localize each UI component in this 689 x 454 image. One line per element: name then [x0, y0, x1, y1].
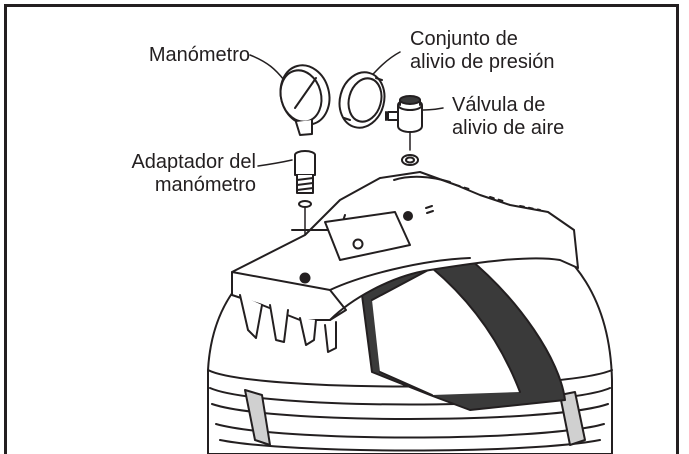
- gauge-label: Manómetro: [148, 44, 250, 66]
- frame-border: [4, 4, 679, 454]
- pressure-gauge: [279, 64, 331, 136]
- gauge-port: [299, 272, 311, 284]
- air-valve-label: Válvula de alivio de aire: [452, 94, 565, 139]
- manifold: [231, 171, 579, 353]
- valve-port: [403, 211, 413, 221]
- relief-assembly-label: Conjunto de alivio de presión: [410, 28, 555, 73]
- relief-ring: [338, 71, 386, 129]
- gauge-adapter: [294, 150, 316, 208]
- center-port: [352, 238, 364, 250]
- air-relief-valve: [385, 95, 423, 166]
- gauge-adapter-label: Adaptador del manómetro: [131, 151, 256, 196]
